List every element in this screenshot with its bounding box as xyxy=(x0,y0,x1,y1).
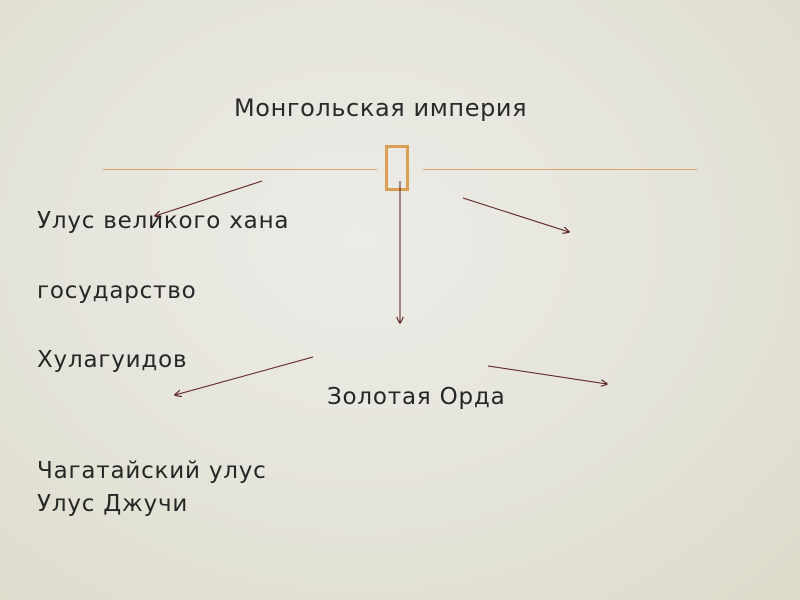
arrow-up-right xyxy=(462,197,569,232)
arrow-lower-right xyxy=(487,365,607,384)
item-zolotaya-orda: Золотая Орда xyxy=(327,384,506,410)
arrow-lower-left xyxy=(175,356,314,395)
item-khulaguidov: Хулагуидов xyxy=(37,347,188,373)
item-chagatayskiy-ulus: Чагатайский улус xyxy=(37,458,267,484)
rectangle-box-icon xyxy=(385,145,409,191)
item-ulus-dzhuchi: Улус Джучи xyxy=(37,491,189,517)
item-gosudarstvo: государство xyxy=(37,278,197,304)
divider-right xyxy=(423,169,697,170)
item-ulus-velikogo-khana: Улус великого хана xyxy=(37,208,290,234)
slide-title: Монгольская империя xyxy=(234,94,528,122)
divider-left xyxy=(103,169,377,170)
